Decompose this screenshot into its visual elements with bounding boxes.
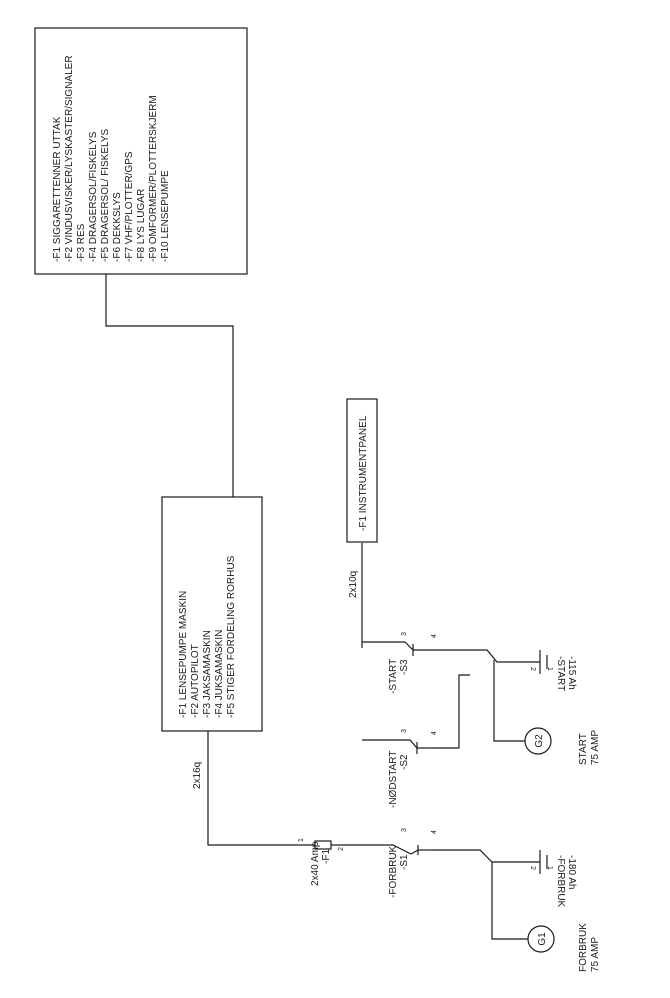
fuse-pin-1: 1 xyxy=(298,838,305,842)
generator-g2-symbol: G2 xyxy=(534,734,545,748)
battery-forbruk-name: -FORBRUK xyxy=(555,855,566,908)
switch-s1-pin-b: 4 xyxy=(431,830,438,834)
main-fuse-panel-box xyxy=(34,27,248,275)
switch-s3-tag: -S3 xyxy=(399,659,410,675)
switch-s3-pin-a: 3 xyxy=(401,632,408,636)
dist-panel-item-f4: -F4 JUKSAMASKIN xyxy=(214,630,225,718)
switch-s2-name: -NØDSTART xyxy=(388,751,399,808)
generator-g2 xyxy=(524,727,552,755)
main-panel-item-f2: -F2 VINDUSVISKER/LYSKASTER/SIGNALER xyxy=(64,55,75,262)
battery-start-name: -START xyxy=(555,656,566,691)
instrument-panel-label: -F1 INSTRUMENTPANEL xyxy=(358,415,369,531)
dist-panel-item-f5: -F5 STIGER FORDELING RORHUS xyxy=(226,555,237,718)
battery-forbruk-capacity: -180 Ah xyxy=(566,855,577,889)
fuse-pin-2: 2 xyxy=(338,847,345,851)
main-panel-item-f8: -F8 LYS LUGAR xyxy=(136,189,147,262)
fuse-f1 xyxy=(314,840,332,850)
generator-g2-rating: 75 AMP xyxy=(590,730,601,765)
fuse-rating: 2x40 Amp xyxy=(310,841,321,886)
fuse-tag: -F1 xyxy=(321,849,332,864)
main-panel-item-f4: -F4 DRAGERSOL/FISKELYS xyxy=(88,131,99,262)
main-panel-item-f7: -F7 VHF/PLOTTER/GPS xyxy=(124,151,135,262)
generator-g1-name: FORBRUK xyxy=(578,923,589,972)
wire-start-bus xyxy=(433,649,540,663)
battery-start-capacity: -115 Ah xyxy=(566,656,577,690)
wire-s2-left xyxy=(362,739,418,749)
battery-start-pin-bottom: 2 xyxy=(529,667,536,671)
switch-s2-tag: -S2 xyxy=(399,754,410,770)
dist-panel-item-f1: -F1 LENSEPUMPE MASKIN xyxy=(178,591,189,718)
dist-panel-item-f3: -F3 JAKSAMASKIN xyxy=(202,630,213,718)
battery-start-pin-top: 1 xyxy=(546,667,553,671)
main-panel-item-f1: -F1 SIGGARETTENNER UTTAK xyxy=(52,116,63,262)
wire-instrument-to-s3 xyxy=(362,641,414,651)
switch-s3-name: -START xyxy=(388,659,399,694)
wire-forbruk-bus xyxy=(432,849,540,863)
cable-label-distribution: 2x16q xyxy=(192,762,203,789)
wire-dist-to-main xyxy=(105,274,234,497)
generator-g1 xyxy=(527,925,555,953)
cable-label-instrument: 2x10q xyxy=(348,571,359,598)
main-panel-item-f9: -F9 OMFORMER/PLOTTERSKJERM xyxy=(148,95,159,262)
battery-forbruk-pin-bottom: 2 xyxy=(529,866,536,870)
generator-g1-symbol: G1 xyxy=(537,932,548,946)
switch-s2-pin-a: 3 xyxy=(401,729,408,733)
switch-s1-name: -FORBRUK xyxy=(388,845,399,898)
wire-g1 xyxy=(491,862,528,940)
generator-g2-name: START xyxy=(578,733,589,765)
switch-s1-tag: -S1 xyxy=(399,854,410,870)
battery-forbruk-pin-top: 1 xyxy=(546,866,553,870)
wire-fuse-to-dist xyxy=(207,731,315,846)
generator-g1-rating: 75 AMP xyxy=(590,937,601,972)
wire-s2-bus xyxy=(433,674,470,749)
main-panel-item-f10: -F10 LENSEPUMPE xyxy=(160,170,171,262)
switch-s1-pin-a: 3 xyxy=(401,828,408,832)
switch-s3-pin-b: 4 xyxy=(431,634,438,638)
wire-g2 xyxy=(493,660,525,742)
instrument-panel-box xyxy=(346,398,378,543)
dist-panel-item-f2: -F2 AUTOPILOT xyxy=(190,644,201,718)
main-panel-item-f6: -F6 DEKKSLYS xyxy=(112,192,123,262)
distribution-panel-box xyxy=(161,496,263,732)
wire-fuse-to-s1 xyxy=(331,844,412,855)
main-panel-item-f5: -F5 DRAGERSOL/ FISKELYS xyxy=(100,128,111,262)
main-panel-item-f3: -F3 RES xyxy=(76,223,87,262)
switch-s1-lever xyxy=(410,849,419,855)
switch-s2-pin-b: 4 xyxy=(431,731,438,735)
